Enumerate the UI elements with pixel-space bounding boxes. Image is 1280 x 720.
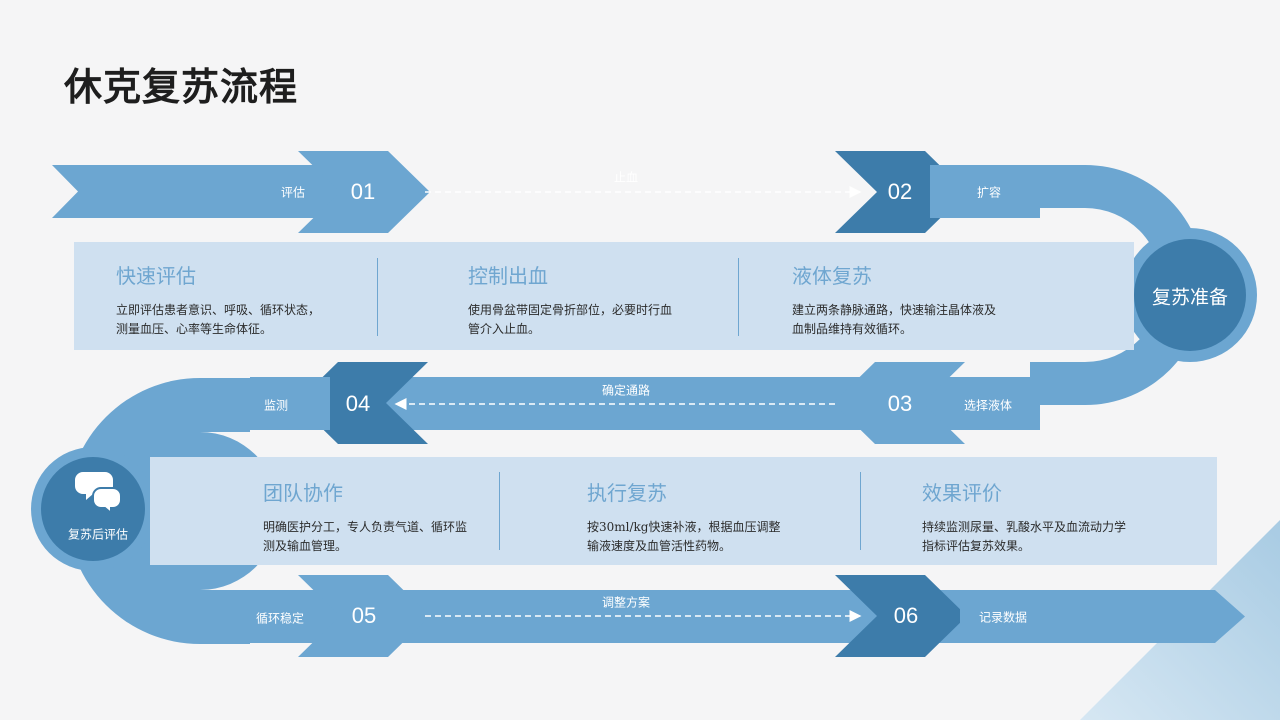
row1-end-label: 扩容 (976, 185, 1002, 200)
row3-step-06: 06 (893, 603, 919, 628)
bottom-content-band (150, 457, 1217, 565)
step-control-bleeding: 控制出血 使用骨盆带固定骨折部位，必要时行血管介入止血。 (468, 260, 673, 339)
left-circle (41, 457, 145, 561)
row2-step-04: 04 (345, 391, 371, 416)
row3-start-label: 循环稳定 (255, 611, 305, 626)
row1-end-bar (930, 165, 1040, 218)
row1-tail-arrow (52, 165, 385, 218)
row2-chevron-03 (833, 362, 965, 444)
step-description: 立即评估患者意识、呼吸、循环状态，测量血压、心率等生命体征。 (116, 303, 321, 336)
row2-middle-label: 确定通路 (601, 383, 651, 398)
step-teamwork: 团队协作 明确医护分工，专人负责气道、循环监测及输血管理。 (263, 477, 473, 556)
row1-step-01: 01 (350, 179, 376, 204)
step-title: 团队协作 (263, 481, 343, 505)
row2-end-bar (250, 377, 330, 430)
step-title: 效果评价 (922, 481, 1002, 505)
divider (860, 472, 861, 550)
row3-step-05: 05 (351, 603, 377, 628)
right-circle-label: 复苏准备 (1151, 286, 1229, 309)
row3-head-arrow (960, 590, 1245, 643)
divider (377, 258, 378, 336)
step-title: 控制出血 (468, 264, 548, 288)
divider (738, 258, 739, 336)
page-title: 休克复苏流程 (64, 65, 299, 109)
step-description: 使用骨盆带固定骨折部位，必要时行血管介入止血。 (468, 303, 673, 336)
row3-end-label: 记录数据 (978, 610, 1028, 625)
step-effect-evaluation: 效果评价 持续监测尿量、乳酸水平及血流动力学指标评估复苏效果。 (922, 477, 1137, 556)
step-description: 建立两条静脉通路，快速输注晶体液及血制品维持有效循环。 (792, 303, 997, 336)
row3-chevron-06 (835, 575, 967, 657)
row3-chevron-05 (298, 575, 430, 657)
row2-step-03: 03 (887, 391, 913, 416)
step-title: 执行复苏 (587, 481, 667, 505)
row3-middle-label: 调整方案 (601, 595, 651, 610)
row1-step-02: 02 (887, 179, 913, 204)
step-description: 持续监测尿量、乳酸水平及血流动力学指标评估复苏效果。 (922, 520, 1127, 553)
step-description: 明确医护分工，专人负责气道、循环监测及输血管理。 (263, 520, 468, 553)
row2-end-label: 选择液体 (963, 398, 1013, 413)
row1-middle-label: 止血 (613, 170, 639, 185)
left-circle-label: 复苏后评估 (67, 527, 129, 542)
step-fluid-resuscitation: 液体复苏 建立两条静脉通路，快速输注晶体液及血制品维持有效循环。 (792, 260, 997, 339)
row1-start-label: 评估 (280, 185, 306, 200)
right-circle (1134, 239, 1246, 351)
step-description: 按30ml/kg快速补液，根据血压调整输液速度及血管活性药物。 (587, 520, 781, 553)
chat-bubbles-icon (75, 472, 122, 516)
divider (499, 472, 500, 550)
step-title: 快速评估 (116, 264, 196, 288)
step-execute-resuscitation: 执行复苏 按30ml/kg快速补液，根据血压调整输液速度及血管活性药物。 (587, 477, 792, 556)
step-title: 液体复苏 (792, 264, 872, 288)
row1-chevron-01 (298, 151, 430, 233)
row2-start-label: 监测 (263, 398, 289, 413)
step-quick-assessment: 快速评估 立即评估患者意识、呼吸、循环状态，测量血压、心率等生命体征。 (116, 260, 331, 339)
top-content-band (74, 242, 1134, 350)
